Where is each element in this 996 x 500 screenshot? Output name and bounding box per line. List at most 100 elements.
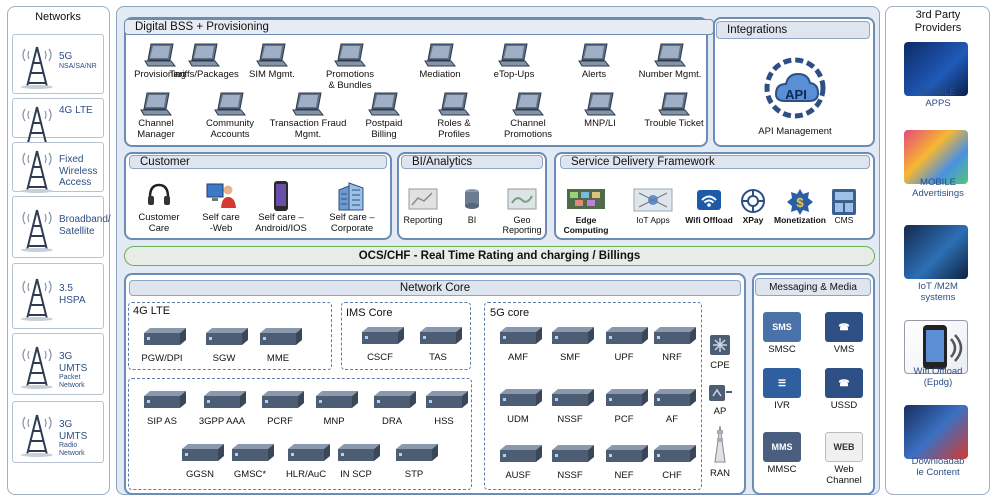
bss-item-label: MNP/LI	[584, 118, 616, 129]
bss-mnp-li[interactable]: MNP/LI	[558, 91, 642, 130]
network-element-icon[interactable]	[230, 443, 276, 463]
bss-sim-mgmt[interactable]: SIM Mgmt.	[230, 42, 314, 81]
ne-ggsn: GGSN	[186, 469, 214, 480]
network-element-icon[interactable]	[336, 443, 382, 463]
provider-label: Wifi Offload (Epdg)	[913, 366, 963, 388]
msg-icon-text: WEB	[833, 442, 855, 452]
bss-number-mgmt[interactable]: Number Mgmt.	[628, 42, 712, 81]
bss-tariffs-packages[interactable]: Tariffs/Packages	[162, 42, 246, 81]
ne-hss: HSS	[434, 416, 454, 427]
mobile-ads-icon[interactable]	[904, 130, 968, 184]
bss-trouble-ticket[interactable]: Trouble Ticket	[632, 91, 716, 130]
network-3[interactable]: Fixed Wireless Access	[12, 142, 104, 193]
bss-channel-promotions[interactable]: Channel Promotions	[486, 91, 570, 141]
sdf-wifi-offload[interactable]: Wifi Offload	[684, 188, 734, 226]
network-element-icon[interactable]	[604, 444, 650, 464]
network-element-icon[interactable]	[372, 390, 418, 410]
sdf-xpay[interactable]: XPay	[738, 188, 768, 226]
bss-roles-profiles[interactable]: Roles & Profiles	[412, 91, 496, 141]
network-5[interactable]: 3.5 HSPA	[12, 263, 104, 329]
network-element-icon[interactable]	[204, 327, 250, 347]
laptop-icon	[188, 91, 272, 117]
sdf-monetization[interactable]: $Monetization	[772, 188, 828, 226]
sdf-cms[interactable]: CMS	[826, 188, 862, 226]
customer-self-care-web[interactable]: Self care -Web	[190, 180, 252, 235]
msg-ivr[interactable]: ☰IVR	[752, 368, 812, 412]
network-element-icon[interactable]	[652, 326, 698, 346]
bss-etop-ups[interactable]: eTop-Ups	[472, 42, 556, 81]
bss-promotions-bundles[interactable]: Promotions & Bundles	[308, 42, 392, 92]
network-element-icon[interactable]	[550, 388, 596, 408]
network-element-icon[interactable]	[418, 326, 464, 346]
network-element-icon[interactable]	[604, 388, 650, 408]
wifi-offload-phone-icon[interactable]	[904, 320, 968, 374]
network-element-icon[interactable]	[604, 326, 650, 346]
ne-hlr-auc: HLR/AuC	[285, 469, 327, 480]
bi-reporting[interactable]: Reporting	[401, 188, 445, 225]
customer-self-care-corporate[interactable]: Self care – Corporate	[316, 180, 388, 235]
sms-icon: SMS	[763, 312, 801, 342]
network-2[interactable]: 4G LTE	[12, 98, 104, 149]
laptop-icon	[412, 91, 496, 117]
customer-self-care-android-ios[interactable]: Self care – Android/IOS	[250, 180, 312, 235]
network-element-icon[interactable]	[180, 443, 226, 463]
api-management[interactable]: API API Management	[740, 56, 850, 138]
sdf-edge-computing[interactable]: Edge Computing	[560, 188, 612, 236]
downloadable-content-icon[interactable]	[904, 405, 968, 459]
bi-geo-reporting[interactable]: Geo Reporting	[500, 188, 544, 236]
bi-bi[interactable]: BI	[458, 188, 486, 225]
customer-item-label: Self care – Android/IOS	[255, 212, 307, 234]
network-element-icon[interactable]	[258, 327, 304, 347]
msg-label: Web Channel	[826, 464, 862, 486]
network-element-icon[interactable]	[286, 443, 332, 463]
ocs-bar[interactable]: OCS/CHF - Real Time Rating and charging …	[124, 246, 875, 266]
network-element-icon[interactable]	[652, 388, 698, 408]
bss-item-label: Promotions & Bundles	[325, 69, 375, 91]
bss-postpaid-billing[interactable]: Postpaid Billing	[342, 91, 426, 141]
bss-channel-manager[interactable]: Channel Manager	[114, 91, 198, 141]
mobile-apps-icon[interactable]	[904, 42, 968, 96]
access-ap[interactable]: AP	[706, 382, 734, 418]
bi-item-label: Geo Reporting	[502, 215, 542, 236]
network-element-icon[interactable]	[498, 326, 544, 346]
bi-title: BI/Analytics	[401, 155, 543, 169]
access-ran[interactable]: RAN	[706, 424, 734, 480]
network-element-icon[interactable]	[424, 390, 470, 410]
bss-alerts[interactable]: Alerts	[552, 42, 636, 81]
msg-web-channel[interactable]: WEB Web Channel	[814, 432, 874, 487]
network-element-icon[interactable]	[142, 390, 188, 410]
network-element-icon[interactable]	[550, 326, 596, 346]
bss-provisioning[interactable]: Provisioning	[118, 42, 202, 81]
network-element-icon[interactable]	[202, 390, 248, 410]
ne-dra: DRA	[381, 416, 403, 427]
network-element-icon[interactable]	[498, 388, 544, 408]
bss-transaction-fraud-mgmt[interactable]: Transaction Fraud Mgmt.	[266, 91, 350, 141]
network-element-icon[interactable]	[142, 327, 188, 347]
network-element-icon[interactable]	[498, 444, 544, 464]
bss-community-accounts[interactable]: Community Accounts	[188, 91, 272, 141]
bss-section	[124, 17, 708, 147]
network-element-icon[interactable]	[394, 443, 440, 463]
sdf-iot-apps[interactable]: IoT Apps	[628, 188, 678, 226]
iot-m2m-icon[interactable]	[904, 225, 968, 279]
bss-item-label: Community Accounts	[205, 118, 255, 140]
network-element-icon[interactable]	[260, 390, 306, 410]
msg-vms[interactable]: ☎VMS	[814, 312, 874, 356]
network-element-icon[interactable]	[652, 444, 698, 464]
network-element-icon[interactable]	[550, 444, 596, 464]
customer-customer-care[interactable]: Customer Care	[128, 180, 190, 235]
network-element-icon[interactable]	[314, 390, 360, 410]
msg-ussd[interactable]: ☎USSD	[814, 368, 874, 412]
network-element-icon[interactable]	[360, 326, 406, 346]
bss-mediation[interactable]: Mediation	[398, 42, 482, 81]
laptop-icon	[628, 42, 712, 68]
network-4[interactable]: Broadband/ Satellite	[12, 196, 111, 258]
network-label-main: 4G LTE	[59, 105, 93, 116]
access-cpe[interactable]: CPE	[706, 334, 734, 372]
building-icon	[316, 180, 388, 212]
